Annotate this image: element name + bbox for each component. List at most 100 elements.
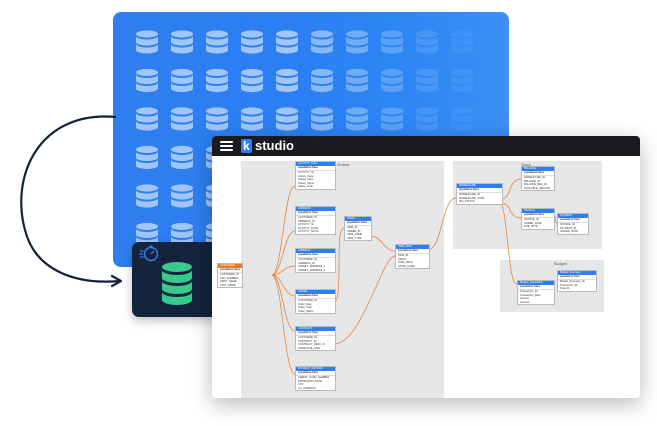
table-field: CUSTOMER_ID bbox=[298, 336, 317, 339]
table-field: DUE_DATE bbox=[524, 225, 538, 229]
table-field: CREDIT_CARD_NUMBER bbox=[298, 376, 330, 379]
table-field: ITEM_NAME bbox=[347, 233, 363, 237]
k2view-studio-window: k studio Orders Stock Budget bbox=[212, 136, 640, 398]
table-field: CVV bbox=[298, 383, 304, 387]
table-field: ACTIVITY_ID bbox=[298, 223, 314, 227]
table-field: CC_COMPANY bbox=[298, 386, 317, 390]
table-title: PAYMENT_METHOD bbox=[296, 367, 335, 371]
table-field: Order_Status bbox=[298, 309, 314, 313]
region-label: Orders bbox=[337, 162, 350, 167]
database-icon bbox=[171, 107, 193, 131]
database-icon bbox=[311, 30, 333, 54]
table-title: Budget_Transaction bbox=[518, 281, 554, 285]
table-title: PAYMENT bbox=[558, 214, 588, 218]
database-icon bbox=[346, 68, 368, 93]
table-field: ADDRESS_ID bbox=[298, 261, 315, 265]
database-icon bbox=[136, 145, 158, 170]
database-icon bbox=[346, 107, 368, 131]
database-icon bbox=[136, 107, 158, 131]
table-field: CUSTOMER_ID bbox=[298, 216, 317, 219]
table-title: CONTRACT bbox=[296, 327, 335, 331]
table-field: ACTIVITY_ID bbox=[298, 171, 314, 174]
database-icon bbox=[416, 30, 438, 54]
database-icon bbox=[171, 145, 193, 170]
table-field: CUSTOMER_ID bbox=[220, 273, 239, 276]
database-icon bbox=[206, 107, 228, 131]
database-icon bbox=[451, 30, 473, 54]
database-icon bbox=[451, 107, 473, 131]
table-field: CONTRACT_DESC_ID bbox=[298, 343, 326, 347]
table-title: ORDER bbox=[296, 290, 335, 294]
table-field: Account bbox=[520, 300, 530, 304]
table-field: STREET_ADDRESS_2 bbox=[298, 268, 326, 272]
table-subtitle: population-fixes bbox=[522, 171, 554, 176]
database-icon bbox=[276, 30, 298, 54]
table-field: Total_ID bbox=[560, 287, 570, 291]
table-field: EXPIRATION_DATE bbox=[298, 379, 322, 383]
table-field: ASSOCIATE_LINE bbox=[298, 346, 320, 350]
table-field: Activity_Note bbox=[298, 178, 314, 182]
database-icon bbox=[381, 107, 403, 131]
table-field: ACTIVITY_NOTE bbox=[298, 230, 319, 234]
table-title: CUSTOMER bbox=[218, 264, 242, 268]
table-field: Order_Total bbox=[298, 306, 312, 310]
database-icon bbox=[171, 184, 193, 208]
table-field: ITEM_TYPE bbox=[347, 236, 362, 240]
database-icon bbox=[311, 68, 333, 93]
table-subtitle: population-fixes bbox=[522, 213, 554, 218]
table-field: ITEM_ID bbox=[398, 254, 409, 257]
table-field: AVAILABLE_AMOUNT bbox=[524, 186, 551, 190]
database-icon bbox=[451, 68, 473, 93]
table-field: STATE_CODE bbox=[398, 264, 415, 268]
region-label: Budget bbox=[554, 261, 567, 266]
table-subtitle: population-fixes bbox=[296, 294, 335, 299]
schema-diagram-canvas[interactable]: Orders Stock Budget bbox=[212, 156, 640, 398]
table-field: ORDER_ID bbox=[347, 229, 361, 233]
table-field: CUSTOMER_ID bbox=[298, 258, 317, 261]
table-subtitle: population-fixes bbox=[296, 211, 335, 216]
table-field: Status_Code bbox=[298, 185, 313, 189]
logo-mark: k bbox=[241, 139, 252, 153]
database-icon bbox=[136, 30, 158, 54]
table-field: ITEM_ID bbox=[347, 226, 358, 229]
table-subtitle: population-fixes bbox=[518, 285, 554, 290]
table-title: ADDRESS bbox=[296, 207, 335, 211]
table-field: Activity_Date bbox=[298, 174, 314, 178]
database-icon bbox=[276, 107, 298, 131]
table-field: ADDRESS_ID bbox=[298, 219, 315, 223]
table-subtitle: population-fixes bbox=[558, 218, 588, 223]
table-field: CONTRACT_ID bbox=[298, 339, 317, 343]
hamburger-menu-icon[interactable] bbox=[220, 141, 233, 151]
table-title: Budget_Summary bbox=[558, 271, 596, 275]
table-field: ORDER_DATE bbox=[524, 221, 542, 225]
database-icon bbox=[346, 30, 368, 54]
table-field: BALANCE_REF_ID bbox=[524, 183, 547, 187]
table-subtitle: population-fixes bbox=[457, 188, 502, 193]
table-field: Order_Date bbox=[298, 302, 312, 306]
table-title: ITEMS bbox=[345, 217, 371, 221]
region-orders: Orders bbox=[241, 161, 444, 398]
table-title: ITEM_INFO bbox=[396, 245, 429, 249]
table-subtitle: population-fixes bbox=[296, 371, 335, 376]
table-field: WAREHOUSE_ID bbox=[524, 176, 545, 179]
database-icon bbox=[381, 30, 403, 54]
database-icon bbox=[241, 107, 263, 131]
database-icon bbox=[171, 68, 193, 93]
database-icon bbox=[381, 68, 403, 93]
table-field: WAREHOUSE_TYPE bbox=[459, 196, 485, 200]
